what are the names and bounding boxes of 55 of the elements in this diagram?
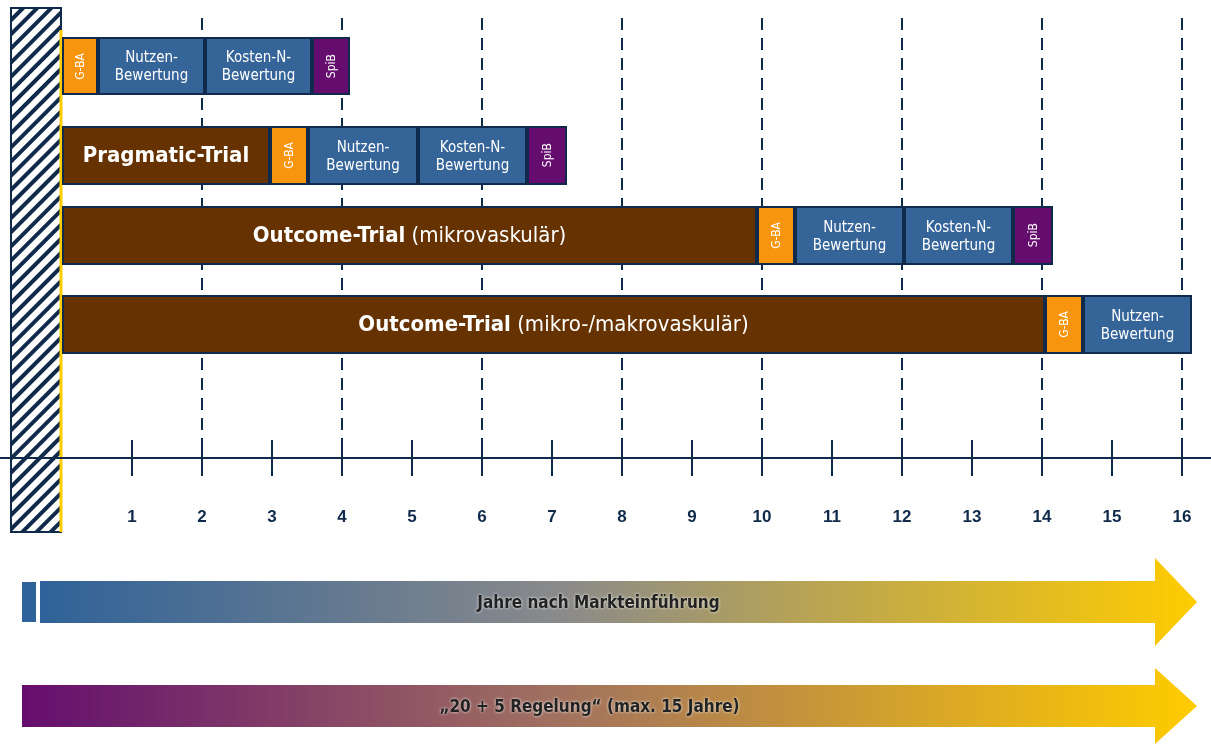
phase-box: [312, 37, 350, 95]
bar-label: G-BA: [1056, 311, 1072, 338]
bar-label: Outcome-Trial (mikrovaskulär): [252, 222, 567, 249]
phase-box: [527, 126, 567, 185]
bar-label: Kosten-N- Bewertung: [920, 217, 997, 254]
phase-box: [270, 126, 308, 185]
bar-label: G-BA: [281, 142, 297, 169]
axis-tick-label: 15: [1102, 507, 1122, 527]
phase-box: [62, 37, 98, 95]
trial-bar: [62, 295, 1045, 354]
phase-box: [98, 37, 205, 95]
phase-box: [205, 37, 312, 95]
timeline-banner: [22, 668, 1197, 744]
bar-label: Nutzen- Bewertung: [1099, 306, 1176, 343]
arrow-label: „20 + 5 Regelung“ (max. 15 Jahre): [438, 696, 741, 716]
phase-box: [757, 206, 795, 265]
axis-tick-label: 6: [477, 507, 487, 527]
hatched-bar: [10, 7, 62, 533]
timeline-banner: [40, 558, 1197, 646]
axis-tick-label: 13: [962, 507, 982, 527]
axis-tick-label: 5: [407, 507, 417, 527]
axis-tick-label: 3: [267, 507, 277, 527]
bar-label: G-BA: [72, 52, 88, 80]
axis-tick-label: 7: [547, 507, 557, 527]
bar-label: SpiB: [539, 143, 555, 168]
phase-box: [904, 206, 1013, 265]
bar-label: SpiB: [323, 53, 339, 79]
trial-bar: [62, 126, 270, 185]
phase-box: [1013, 206, 1053, 265]
bar-label: Nutzen- Bewertung: [113, 48, 190, 84]
bar-label: Outcome-Trial (mikro-/makrovaskulär): [358, 311, 749, 338]
axis-tick-label: 10: [752, 507, 772, 527]
bar-label: Nutzen- Bewertung: [325, 137, 401, 174]
axis-tick-label: 16: [1172, 507, 1192, 527]
trial-bar: [62, 206, 757, 265]
phase-box: [795, 206, 904, 265]
phase-box: [1045, 295, 1083, 354]
arrow-label: Jahre nach Markteinführung: [475, 592, 721, 612]
axis-tick-label: 11: [823, 507, 841, 527]
axis-tick-label: 12: [892, 507, 912, 527]
axis-tick-label: 8: [617, 507, 627, 527]
bar-label: Nutzen- Bewertung: [811, 217, 888, 254]
phase-box: [1083, 295, 1192, 354]
axis-tick-label: 4: [337, 507, 347, 527]
phase-box: [308, 126, 418, 185]
bar-label: Kosten-N- Bewertung: [434, 137, 511, 174]
bar-label: G-BA: [768, 222, 784, 249]
bar-label: SpiB: [1025, 223, 1041, 248]
axis-tick-label: 1: [127, 507, 137, 527]
axis-tick-label: 9: [687, 507, 697, 527]
axis-tick-label: 2: [197, 507, 207, 527]
phase-box: [418, 126, 527, 185]
bar-label: Kosten-N- Bewertung: [220, 48, 297, 84]
bar-label: Pragmatic-Trial: [82, 142, 250, 169]
axis-tick-label: 14: [1032, 507, 1052, 527]
